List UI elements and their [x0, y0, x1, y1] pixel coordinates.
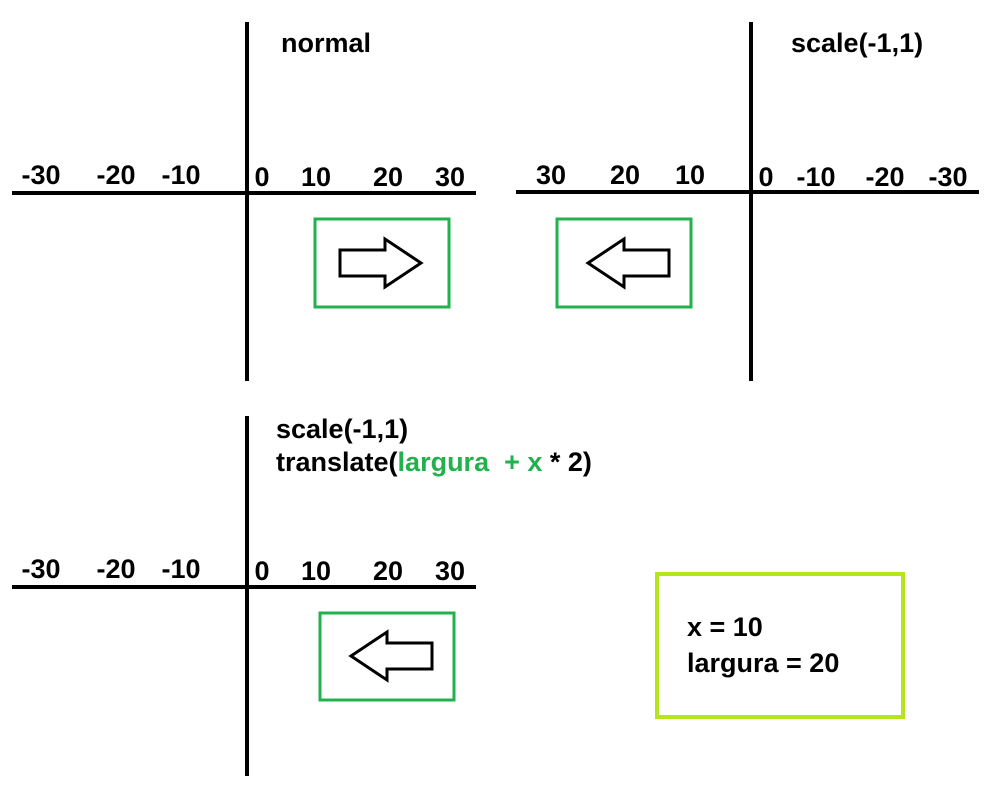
panel-normal: normal -30 -20 -10 0 10 20 30: [12, 22, 476, 381]
arrow-left-icon: [348, 629, 434, 683]
panel-title: normal: [281, 28, 371, 58]
variables-legend: x = 10 largura = 20: [655, 572, 905, 719]
tick-label: 20: [373, 556, 403, 586]
panel-scaled-translated: scale(-1,1) translate(largura + x * 2) -…: [12, 414, 592, 776]
tick-label: 10: [675, 160, 705, 190]
plus-x-term: + x: [489, 447, 542, 477]
tick-label: 0: [758, 162, 773, 192]
panel-title: scale(-1,1): [791, 28, 923, 58]
times-two-close: * 2): [542, 447, 592, 477]
arrow-right-icon: [338, 236, 424, 290]
tick-label: 30: [435, 556, 465, 586]
tick-label: 20: [610, 160, 640, 190]
object-frame: [555, 217, 693, 309]
tick-label: -30: [21, 554, 60, 584]
legend-x-value: x = 10: [687, 612, 763, 642]
panel-scaled: scale(-1,1) 30 20 10 0 -10 -20 -30: [516, 22, 979, 381]
tick-label: -20: [96, 160, 135, 190]
tick-label: 30: [435, 162, 465, 192]
tick-label: -10: [796, 162, 835, 192]
tick-label: -30: [21, 160, 60, 190]
tick-label: 20: [373, 162, 403, 192]
arrow-left-icon: [585, 236, 671, 290]
legend-frame: [655, 572, 905, 719]
transform-line-translate: translate(largura + x * 2): [276, 447, 592, 477]
object-frame: [318, 611, 456, 702]
tick-label: -10: [161, 554, 200, 584]
tick-label: -20: [96, 554, 135, 584]
tick-label: -30: [928, 162, 967, 192]
tick-label: 10: [301, 162, 331, 192]
tick-label: 0: [254, 162, 269, 192]
tick-label: 30: [536, 160, 566, 190]
tick-label: -10: [161, 160, 200, 190]
largura-term: largura: [398, 447, 491, 477]
tick-label: 0: [254, 556, 269, 586]
tick-label: 10: [301, 556, 331, 586]
translate-open: translate(: [276, 447, 398, 477]
tick-label: -20: [865, 162, 904, 192]
object-frame: [313, 217, 451, 309]
legend-largura-value: largura = 20: [687, 648, 839, 678]
transform-line-scale: scale(-1,1): [276, 414, 408, 444]
